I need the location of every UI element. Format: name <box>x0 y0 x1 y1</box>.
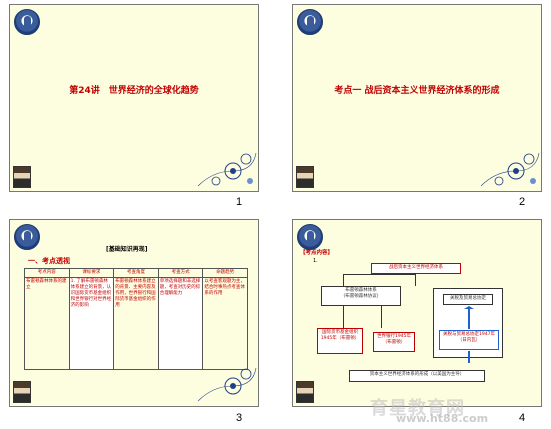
section-heading: 一、考点透视 <box>28 257 70 265</box>
table-header: 考查角度 <box>113 268 159 278</box>
table-cell: 1. 了解布雷顿森林体系建立的背景，认识国际货币基金组织和世界银行对世界经济的影… <box>68 277 115 370</box>
connector-line <box>343 306 344 328</box>
slide-4-tag: 【考点内容】 <box>300 250 334 256</box>
table-cell: 单项选择题和非选择题，考查对历史的综合理解能力 <box>157 277 204 370</box>
slide-3: [基础知识再现] 一、考点透视 考点内容 课标要求 考查角度 考查方式 命题趋势… <box>9 219 259 407</box>
page-number: 3 <box>236 412 243 424</box>
diagram-box-mid: 布雷顿森林体系 (布雷顿森林协议) <box>321 286 401 306</box>
page-number: 4 <box>519 412 526 424</box>
table-header: 考查方式 <box>157 268 204 278</box>
portrait-image <box>296 166 314 188</box>
diagram-box-imf: 国际货币基金组织1945年（布雷顿） <box>317 328 363 354</box>
school-logo-icon <box>14 224 40 250</box>
table-row: 布雷顿森林体系的建立 1. 了解布雷顿森林体系建立的背景，认识国际货币基金组织和… <box>24 277 248 370</box>
diagram-box-gatt: 关税及贸易总协定 <box>443 294 493 305</box>
portrait-image <box>13 166 31 188</box>
table-cell: 布雷顿森林体系建立的背景、主要内容及作用，世界银行和国际货币基金组织的作用 <box>113 277 159 370</box>
diagram-box-top: 战后资本主义世界经济体系 <box>371 263 461 274</box>
up-arrow-icon <box>468 307 470 329</box>
portrait-image <box>296 381 314 403</box>
connector-line <box>415 274 416 286</box>
watermark-url: www.ht88.com <box>396 412 489 425</box>
diagram-box-worldbank: 世界银行1945年（布雷顿） <box>373 332 415 352</box>
table-header: 课标要求 <box>68 268 115 278</box>
connector-line <box>343 274 416 275</box>
floral-decoration-icon <box>197 367 257 402</box>
page-number: 1 <box>236 196 243 208</box>
exam-points-table: 考点内容 课标要求 考查角度 考查方式 命题趋势 布雷顿森林体系的建立 1. 了… <box>24 268 248 370</box>
slide-2: 考点一 战后资本主义世界经济体系的形成 <box>292 4 542 192</box>
page-number: 2 <box>519 196 526 208</box>
table-header: 考点内容 <box>24 268 70 278</box>
school-logo-icon <box>14 9 40 35</box>
table-cell: 以考查客观题为主，结合时事热点考查体系的作用 <box>202 277 248 370</box>
diagram-box-gatt-detail: 关税与贸易总协定1947年（日内瓦） <box>439 330 499 350</box>
school-logo-icon <box>297 9 323 35</box>
list-number: 1. <box>313 258 318 264</box>
table-cell: 布雷顿森林体系的建立 <box>24 277 70 370</box>
slide-2-title: 考点一 战后资本主义世界经济体系的形成 <box>334 86 500 96</box>
floral-decoration-icon <box>197 152 257 187</box>
diagram-box-bottom: 资本主义世界经济体系的形成（以美国为主导） <box>349 370 485 382</box>
slide-1-title: 第24讲 世界经济的全球化趋势 <box>69 86 199 96</box>
portrait-image <box>13 381 31 403</box>
connector-line <box>343 274 344 286</box>
down-arrow-icon <box>468 351 470 363</box>
watermark-text: 育星教育网 <box>370 398 465 419</box>
floral-decoration-icon <box>480 152 540 187</box>
arrow-head-icon <box>464 306 474 309</box>
table-header: 命题趋势 <box>202 268 248 278</box>
slide-4: 【考点内容】 1. 战后资本主义世界经济体系 布雷顿森林体系 (布雷顿森林协议)… <box>292 219 542 407</box>
slide-1: 第24讲 世界经济的全球化趋势 <box>9 4 259 192</box>
slide-3-header: [基础知识再现] <box>106 246 148 253</box>
connector-line <box>381 306 382 328</box>
school-logo-icon <box>297 224 323 250</box>
